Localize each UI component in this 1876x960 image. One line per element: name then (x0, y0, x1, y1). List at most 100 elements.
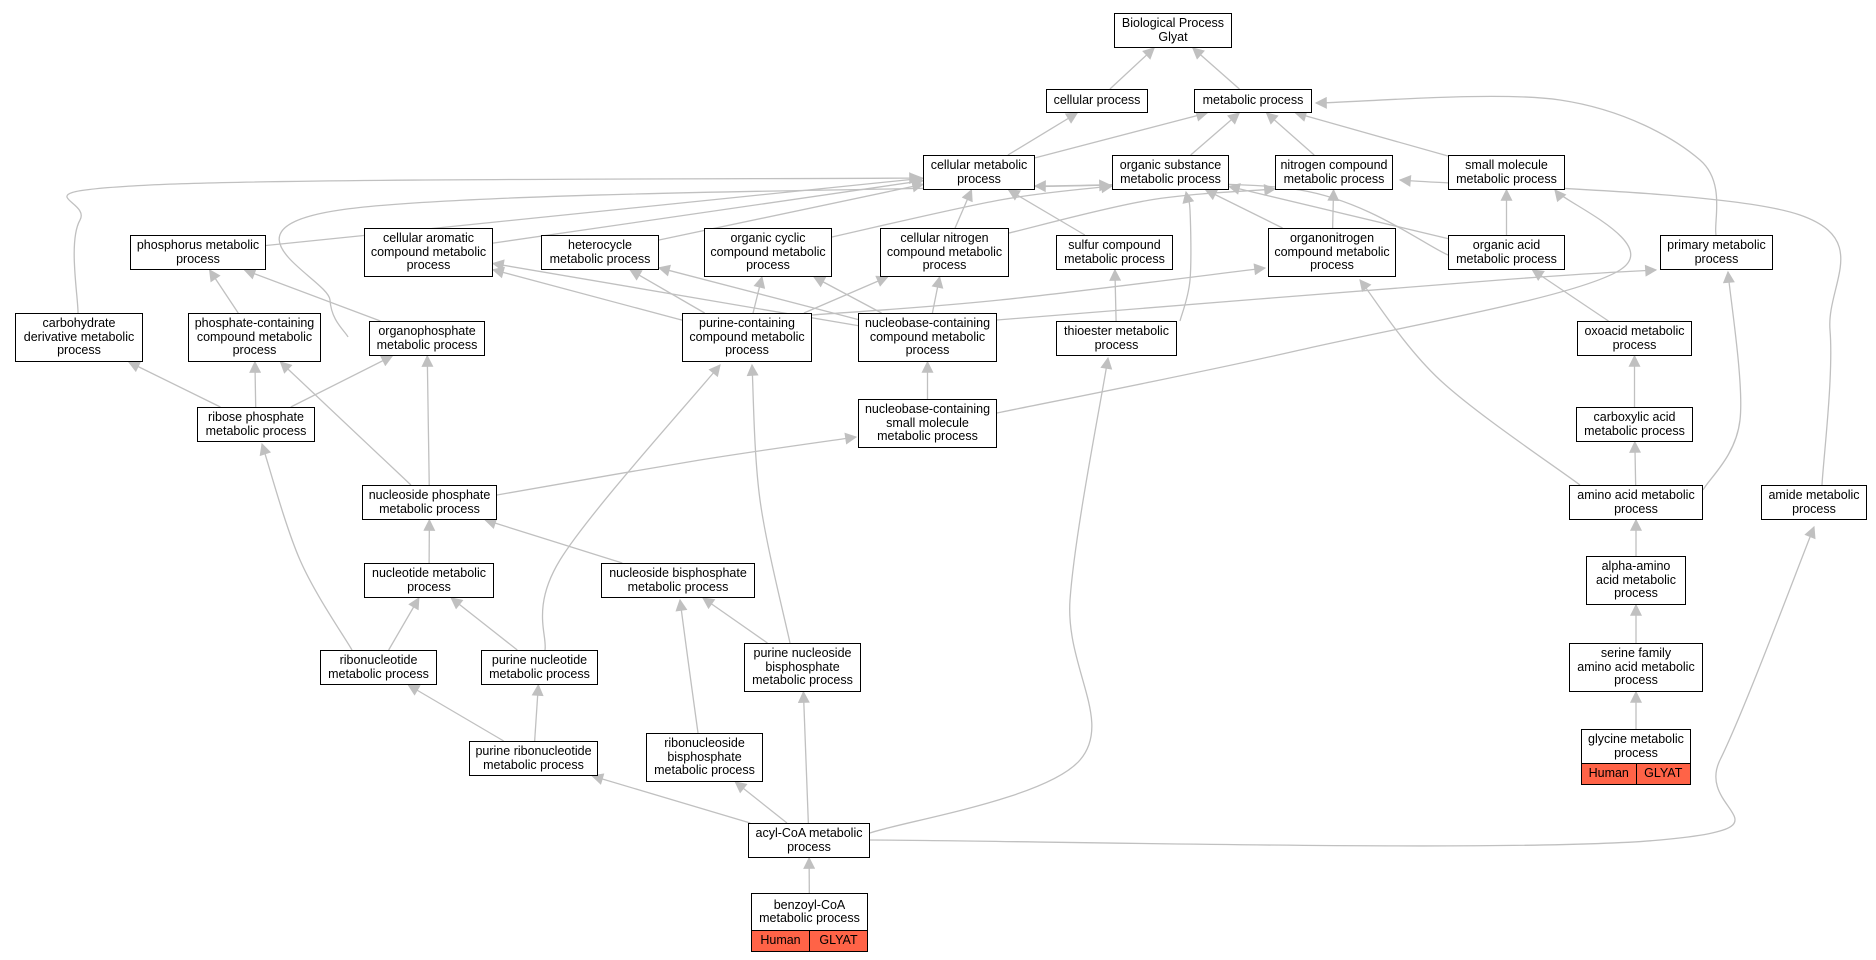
go-term-purine-ribonucleotide-metabolic-process[interactable]: purine ribonucleotide metabolic process (469, 741, 598, 776)
go-term-organic-cyclic-compound-metabolic-process[interactable]: organic cyclic compound metabolic proces… (704, 228, 832, 277)
edge-ribosephos-to-phosphcont (249, 360, 262, 408)
go-term-amide-metabolic-process[interactable]: amide metabolic process (1761, 485, 1867, 520)
go-term-label: nucleoside bisphosphate metabolic proces… (609, 566, 747, 594)
go-term-label: oxoacid metabolic process (1584, 324, 1685, 352)
go-term-nucleobase-containing-small-molecule-metabolic-process[interactable]: nucleobase-containing small molecule met… (858, 399, 997, 448)
go-term-label: cellular aromatic compound metabolic pro… (370, 231, 487, 273)
edge-cellnitro-to-cellmet (954, 188, 973, 229)
go-term-ribose-phosphate-metabolic-process[interactable]: ribose phosphate metabolic process (197, 407, 315, 442)
go-term-organophosphate-metabolic-process[interactable]: organophosphate metabolic process (369, 321, 485, 356)
go-term-label: amide metabolic process (1768, 488, 1860, 516)
go-term-phosphorus-metabolic-process[interactable]: phosphorus metabolic process (130, 235, 266, 270)
edge-organonitro-to-nitrogen (1327, 188, 1340, 229)
edge-acylcoa-to-purinenucbis (797, 690, 810, 824)
go-term-sulfur-compound-metabolic-process[interactable]: sulfur compound metabolic process (1056, 235, 1173, 270)
edge-smallmol-to-metabolic (1294, 110, 1449, 157)
edge-nucbasecont-to-primary (996, 264, 1658, 321)
go-term-carbohydrate-derivative-metabolic-process[interactable]: carbohydrate derivative metabolic proces… (15, 313, 143, 362)
go-term-label: nucleoside phosphate metabolic process (368, 488, 491, 516)
go-term-phosphate-containing-compound-metabolic-process[interactable]: phosphate-containing compound metabolic … (188, 313, 321, 362)
edge-cellnitro-to-nitrogen (1008, 183, 1277, 234)
edge-purineribo-to-purinenucleotide (531, 683, 544, 742)
go-term-thioester-metabolic-process[interactable]: thioester metabolic process (1056, 321, 1177, 356)
go-term-nitrogen-compound-metabolic-process[interactable]: nitrogen compound metabolic process (1275, 155, 1393, 190)
go-term-small-molecule-metabolic-process[interactable]: small molecule metabolic process (1448, 155, 1565, 190)
go-term-cellular-process[interactable]: cellular process (1046, 89, 1148, 113)
edge-orgsub-to-metabolic (1190, 112, 1241, 156)
go-term-serine-family-amino-acid-metabolic-process[interactable]: serine family amino acid metabolic proce… (1569, 643, 1703, 692)
go-term-label: metabolic process (1202, 93, 1304, 108)
go-term-label: organic substance metabolic process (1119, 158, 1222, 186)
go-term-label: heterocycle metabolic process (549, 238, 651, 266)
edge-nucbasecont-to-orgcyclic (812, 276, 882, 314)
go-term-label: cellular metabolic process (930, 158, 1028, 186)
go-term-label: ribonucleotide metabolic process (328, 653, 429, 681)
edge-thioester-to-orgsub (1179, 190, 1195, 322)
go-term-organic-acid-metabolic-process[interactable]: organic acid metabolic process (1448, 235, 1565, 270)
go-term-nucleobase-containing-compound-metabolic-process[interactable]: nucleobase-containing compound metabolic… (858, 313, 997, 362)
edge-aminoacid-to-organonitro (1359, 279, 1581, 486)
edge-acylcoa-to-thioester (869, 356, 1113, 834)
go-term-organic-substance-metabolic-process[interactable]: organic substance metabolic process (1112, 155, 1229, 190)
edge-cellular-to-bp (1109, 47, 1156, 90)
go-term-cellular-metabolic-process[interactable]: cellular metabolic process (923, 155, 1035, 190)
go-term-label: purine ribonucleotide metabolic process (475, 744, 592, 772)
go-term-label: nucleotide metabolic process (372, 566, 486, 594)
go-term-label: benzoyl-CoA metabolic process (759, 897, 860, 925)
go-term-label: acyl-CoA metabolic process (755, 826, 863, 854)
edge-primary-to-metabolic (1314, 95, 1718, 236)
go-term-label: thioester metabolic process (1064, 324, 1169, 352)
edge-nucbasecont-to-cellnitro (931, 275, 944, 314)
go-term-nucleoside-bisphosphate-metabolic-process[interactable]: nucleoside bisphosphate metabolic proces… (601, 563, 755, 598)
go-term-cellular-aromatic-compound-metabolic-process[interactable]: cellular aromatic compound metabolic pro… (364, 228, 493, 277)
go-term-nucleotide-metabolic-process[interactable]: nucleotide metabolic process (364, 563, 494, 598)
go-term-purine-containing-compound-metabolic-process[interactable]: purine-containing compound metabolic pro… (682, 313, 812, 362)
gene-tag: GLYAT (1635, 764, 1690, 784)
go-term-label: organic cyclic compound metabolic proces… (710, 231, 826, 273)
go-term-nucleoside-phosphate-metabolic-process[interactable]: nucleoside phosphate metabolic process (362, 485, 497, 520)
edge-cellarom-to-cellmet (492, 176, 925, 244)
go-term-metabolic-process[interactable]: metabolic process (1194, 89, 1312, 113)
go-term-label: alpha-amino acid metabolic process (1596, 559, 1676, 601)
go-term-label: serine family amino acid metabolic proce… (1577, 646, 1695, 688)
species-tag: Human (1582, 764, 1636, 784)
edge-ribosephos-to-organophos (290, 355, 394, 408)
go-term-label: purine-containing compound metabolic pro… (689, 316, 805, 358)
edge-nucphos-to-organophos (421, 354, 434, 486)
go-term-purine-nucleoside-bisphosphate-metabolic-process[interactable]: purine nucleoside bisphosphate metabolic… (744, 643, 861, 692)
go-term-alpha-amino-acid-metabolic-process[interactable]: alpha-amino acid metabolic process (1586, 556, 1686, 605)
edge-metabolic-to-bp (1191, 47, 1240, 90)
edge-nitrogen-to-metabolic (1265, 112, 1315, 156)
go-term-label: carboxylic acid metabolic process (1584, 410, 1685, 438)
gene-tag: GLYAT (809, 931, 867, 951)
go-term-cellular-nitrogen-compound-metabolic-process[interactable]: cellular nitrogen compound metabolic pro… (880, 228, 1009, 277)
go-term-label: sulfur compound metabolic process (1064, 238, 1165, 266)
go-term-biological-process-glyat[interactable]: Biological Process Glyat (1114, 13, 1232, 48)
go-term-organonitrogen-compound-metabolic-process[interactable]: organonitrogen compound metabolic proces… (1268, 228, 1396, 277)
go-term-amino-acid-metabolic-process[interactable]: amino acid metabolic process (1569, 485, 1703, 520)
go-term-carboxylic-acid-metabolic-process[interactable]: carboxylic acid metabolic process (1576, 407, 1693, 442)
edge-oxoacid-to-orgacid (1531, 269, 1609, 322)
go-term-label: purine nucleoside bisphosphate metabolic… (752, 646, 853, 688)
go-term-heterocycle-metabolic-process[interactable]: heterocycle metabolic process (541, 235, 659, 270)
go-term-ribonucleotide-metabolic-process[interactable]: ribonucleotide metabolic process (320, 650, 437, 685)
go-term-label: nucleobase-containing compound metabolic… (864, 316, 991, 358)
edge-phosphcont-to-phosphorus (208, 269, 239, 314)
edge-nucbasesmall-to-smallmol (996, 189, 1632, 414)
edge-cellmet-to-cellular (1007, 112, 1079, 156)
go-term-ribonucleoside-bisphosphate-metabolic-process[interactable]: ribonucleoside bisphosphate metabolic pr… (646, 733, 763, 782)
go-term-label: cellular process (1053, 93, 1141, 108)
go-term-label: primary metabolic process (1667, 238, 1766, 266)
edge-nucbisphos-to-nucphos (484, 517, 623, 564)
edge-acylcoa-to-amide (869, 525, 1816, 847)
go-term-primary-metabolic-process[interactable]: primary metabolic process (1660, 235, 1773, 270)
edge-acylcoa-to-ribonucbis (734, 781, 788, 824)
go-term-purine-nucleotide-metabolic-process[interactable]: purine nucleotide metabolic process (481, 650, 598, 685)
edge-orgcyclic-to-orgsub (831, 181, 1114, 238)
go-term-acyl-coa-metabolic-process[interactable]: acyl-CoA metabolic process (748, 823, 870, 858)
go-term-oxoacid-metabolic-process[interactable]: oxoacid metabolic process (1577, 321, 1692, 356)
go-term-label: nitrogen compound metabolic process (1280, 158, 1388, 186)
